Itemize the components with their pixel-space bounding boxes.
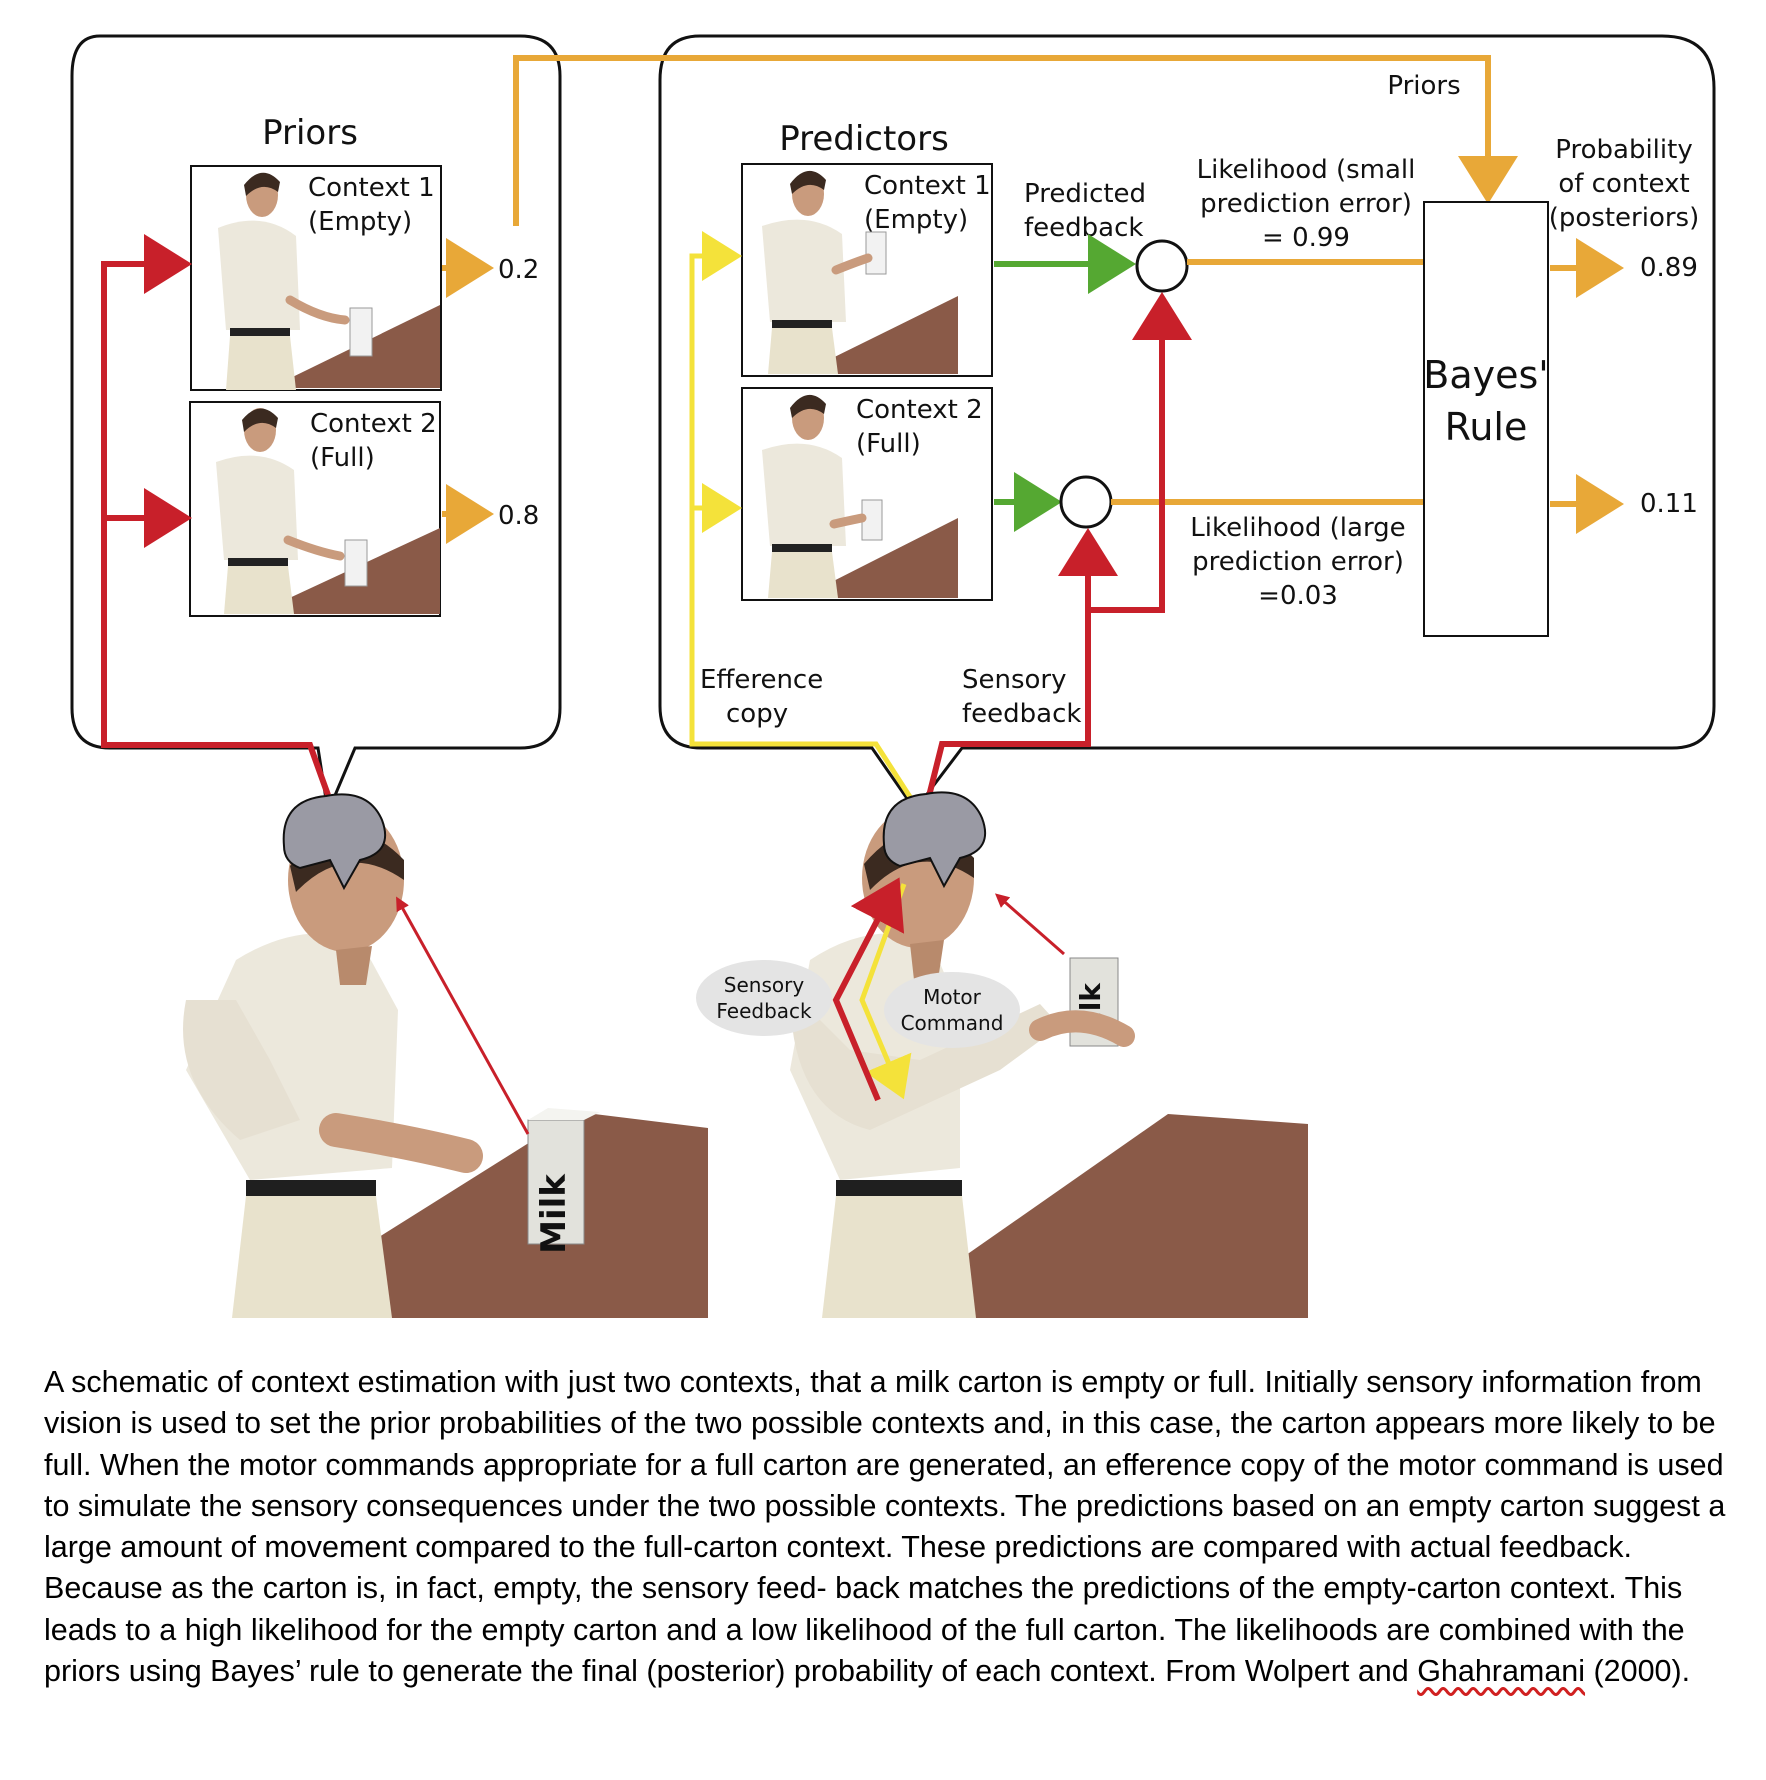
efference-copy-line2: copy — [726, 699, 788, 729]
bubble-sensory-feedback — [696, 960, 832, 1036]
likelihood-large-line3: =0.03 — [1258, 581, 1338, 611]
vision-to-priors-line — [101, 234, 331, 797]
posterior2-value: 0.11 — [1640, 489, 1698, 519]
comparator-circle-2 — [1059, 475, 1113, 529]
caption-text-before: A schematic of context estimation with j… — [44, 1365, 1726, 1689]
bubble-motor-line2: Command — [901, 1011, 1004, 1035]
sensory-feedback-arrow — [832, 877, 905, 1102]
brain-icon-left — [282, 793, 387, 891]
left-scene-figure: Milk — [183, 793, 708, 1318]
bayes-rule-line1: Bayes' — [1423, 353, 1548, 397]
predictors-context2-thumbnail — [741, 387, 993, 601]
predicted-feedback-line1: Predicted — [1024, 179, 1146, 209]
sensory-feedback-line — [925, 528, 1118, 801]
right-scene-figure: ilk — [696, 791, 1308, 1318]
carton-label-left: Milk — [534, 1173, 574, 1254]
sensory-feedback-label-line2: feedback — [962, 699, 1081, 729]
priors-context1-thumbnail — [190, 165, 442, 391]
posterior-label-line2: of context — [1558, 169, 1689, 199]
predictors-context2-line1: Context 2 — [856, 395, 983, 425]
brain-icon-right — [882, 791, 987, 889]
likelihood-small-line2: prediction error) — [1200, 189, 1412, 219]
bayes-rule-box — [1423, 201, 1549, 637]
bubble-sensory-line1: Sensory — [724, 973, 805, 997]
priors-context2-line1: Context 2 — [310, 409, 437, 439]
caption-author2: Ghahramani — [1417, 1654, 1586, 1689]
predictors-context1-line2: (Empty) — [864, 205, 968, 235]
efference-copy-line — [689, 231, 915, 802]
priors-context1-line1: Context 1 — [308, 173, 435, 203]
posterior-label-line3: (posteriors) — [1549, 203, 1700, 233]
bayes-rule-line2: Rule — [1445, 405, 1528, 449]
caption-text-after: (2000). — [1585, 1654, 1691, 1689]
priors-to-bayes-line — [513, 55, 1518, 226]
priors-connector-label: Priors — [1387, 71, 1460, 101]
comparator-circle-1 — [1135, 239, 1189, 293]
figure-caption: A schematic of context estimation with j… — [44, 1362, 1734, 1692]
posterior-label-line1: Probability — [1555, 135, 1692, 165]
posterior1-value: 0.89 — [1640, 253, 1698, 283]
priors-context2-thumbnail — [189, 401, 441, 617]
likelihood-small-line3: = 0.99 — [1262, 223, 1350, 253]
efference-copy-line1: Efference — [700, 665, 823, 695]
prior1-value: 0.2 — [498, 255, 539, 285]
priors-context2-line2: (Full) — [310, 443, 375, 473]
priors-context1-line2: (Empty) — [308, 207, 412, 237]
bubble-motor-command — [884, 972, 1020, 1048]
prior2-value: 0.8 — [498, 501, 539, 531]
priors-title: Priors — [262, 113, 358, 153]
predictors-title: Predictors — [779, 119, 949, 159]
vision-arrow-right — [994, 893, 1065, 956]
likelihood-small-line1: Likelihood (small — [1197, 155, 1416, 185]
predictors-context1-line1: Context 1 — [864, 171, 991, 201]
predicted-feedback-line2: feedback — [1024, 213, 1143, 243]
vision-arrow-left — [396, 896, 530, 1135]
bubble-sensory-line2: Feedback — [716, 999, 812, 1023]
predictors-context2-line2: (Full) — [856, 429, 921, 459]
likelihood-large-line2: prediction error) — [1192, 547, 1404, 577]
likelihood-large-line1: Likelihood (large — [1190, 513, 1405, 543]
sensory-feedback-label-line1: Sensory — [962, 665, 1067, 695]
bubble-motor-line1: Motor — [923, 985, 982, 1009]
sensory-feedback-branch — [1088, 292, 1192, 613]
predictors-context1-thumbnail — [741, 163, 993, 377]
